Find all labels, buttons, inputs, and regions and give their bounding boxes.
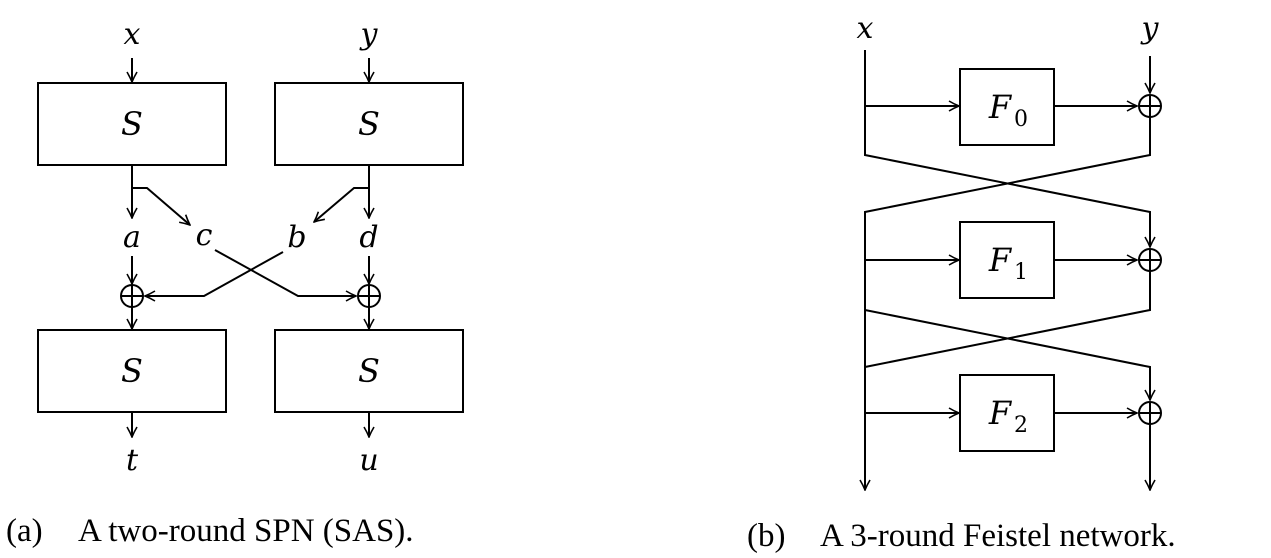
feistel-f1-subscript: 1 [1014,260,1028,285]
spn-sbox-bottom-right [274,329,464,413]
feistel-input-x: x [857,11,874,46]
feistel-box-f1 [959,221,1055,299]
feistel-xor-2 [1138,401,1162,425]
feistel-f2-label: F [988,394,1013,432]
spn-sbox-top-right [274,82,464,166]
spn-xor-right [357,284,381,308]
spn-xor-left [120,284,144,308]
feistel-f2-subscript: 2 [1014,413,1028,438]
caption-b-tag: (b) [747,518,785,554]
feistel-f1-label: F [988,241,1013,279]
spn-output-u: u [359,443,378,478]
spn-sbox-top-left-label: S [121,105,143,143]
spn-output-t: t [126,443,139,478]
spn-sbox-top-right-label: S [358,105,380,143]
feistel-input-y: y [1140,11,1160,46]
spn-arrow-to-c [132,187,190,225]
caption-a-text: A two-round SPN (SAS). [78,513,414,549]
feistel-wire-cross-2a [864,270,1151,368]
spn-label-d: d [359,220,378,255]
spn-input-x: x [124,17,141,52]
spn-sbox-bottom-right-label: S [358,352,380,390]
feistel-wire-right-round1 [865,115,1151,490]
spn-sbox-top-left [37,82,227,166]
spn-label-a: a [123,220,141,255]
feistel-f0-subscript: 0 [1014,107,1028,132]
spn-label-b: b [287,220,306,255]
spn-wire-c-to-right-xor [214,249,356,296]
spn-input-y: y [359,17,379,52]
spn-wire-b-to-left-xor [145,251,284,296]
spn-label-c: c [196,218,213,253]
feistel-box-f0 [959,68,1055,146]
spn-diagram: x y S S a c b d S [6,17,464,549]
spn-arrow-to-b [314,187,369,222]
caption-b-text: A 3-round Feistel network. [820,518,1176,554]
feistel-xor-0 [1138,94,1162,118]
feistel-f0-label: F [988,88,1013,126]
spn-sbox-bottom-left-label: S [121,352,143,390]
feistel-wire-cross-2b [864,309,1150,400]
feistel-xor-1 [1138,248,1162,272]
caption-a-tag: (a) [6,513,43,549]
feistel-diagram: x y F 0 F 1 F 2 [747,11,1176,554]
feistel-box-f2 [959,374,1055,452]
spn-sbox-bottom-left [37,329,227,413]
